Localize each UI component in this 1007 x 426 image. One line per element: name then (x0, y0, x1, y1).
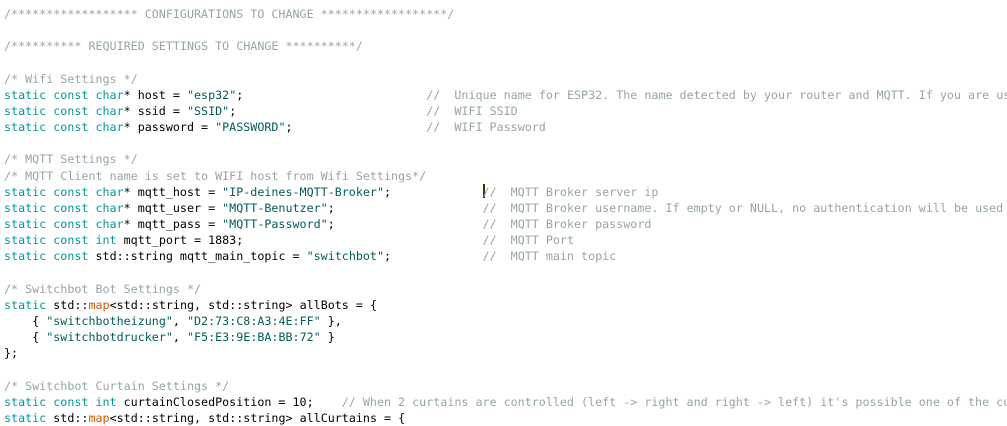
code-line[interactable]: static std::map<std::string, std::string… (4, 410, 1007, 426)
code-token: std:: (46, 297, 89, 312)
keyword-token: static const char (4, 120, 124, 135)
comment-token: // MQTT Broker password (482, 217, 652, 232)
code-token: * ssid = (123, 103, 187, 118)
code-token: std::string mqtt_main_topic = (88, 249, 307, 264)
code-token: }; (4, 346, 19, 361)
comment-token: // Unique name for ESP32. The name detec… (426, 87, 1007, 102)
code-line[interactable]: static const char* password = "PASSWORD"… (4, 119, 1007, 135)
code-token: * mqtt_pass = (123, 217, 223, 232)
code-token: <std::string, std::string> allCurtains =… (109, 410, 406, 425)
code-line[interactable]: static const char* mqtt_pass = "MQTT-Pas… (4, 216, 1007, 232)
code-token: ; (327, 200, 483, 215)
string-token: "F5:E3:9E:BA:BB:72" (186, 330, 321, 345)
comment-token: // WIFI SSID (426, 103, 518, 118)
keyword-token: static const char (4, 217, 124, 232)
code-line[interactable]: static std::map<std::string, std::string… (4, 297, 1007, 313)
code-line[interactable]: /* Switchbot Curtain Settings */ (4, 378, 1007, 394)
code-token: ; (285, 120, 427, 135)
type-token: map (88, 410, 110, 425)
code-token: * host = (123, 87, 187, 102)
code-token: ; (236, 87, 427, 102)
string-token: "IP-deines-MQTT-Broker" (222, 184, 384, 199)
comment-token: /****************** CONFIGURATIONS TO CH… (4, 7, 455, 21)
code-line[interactable]: static const char* mqtt_user = "MQTT-Ben… (4, 200, 1007, 216)
comment-token: /********** REQUIRED SETTINGS TO CHANGE … (4, 39, 363, 54)
code-line[interactable]: static const int mqtt_port = 1883; // MQ… (4, 232, 1007, 248)
keyword-token: static const char (4, 103, 124, 118)
string-token: "switchbotdrucker" (46, 330, 173, 345)
code-line[interactable]: /* MQTT Settings */ (4, 151, 1007, 167)
code-line[interactable]: }; (4, 345, 1007, 361)
keyword-token: static const int (4, 233, 117, 248)
code-token: } (320, 330, 335, 345)
code-token: ; (384, 249, 483, 264)
code-token: ; (229, 103, 427, 118)
comment-token: // MQTT Broker username. If empty or NUL… (482, 200, 1004, 215)
text-cursor (482, 183, 485, 198)
string-token: "MQTT-Benutzer" (222, 200, 328, 215)
code-line[interactable]: { "switchbotheizung", "D2:73:C8:A3:4E:FF… (4, 313, 1007, 329)
code-line[interactable]: static const char* host = "esp32"; // Un… (4, 87, 1007, 103)
code-line[interactable]: static const char* mqtt_host = "IP-deine… (4, 183, 1007, 200)
comment-token: // MQTT Broker server ip (482, 184, 659, 199)
code-line[interactable] (4, 22, 1007, 38)
string-token: "PASSWORD" (215, 120, 286, 135)
code-line[interactable]: { "switchbotdrucker", "F5:E3:9E:BA:BB:72… (4, 329, 1007, 345)
keyword-token: static (4, 297, 47, 312)
comment-token: // MQTT main topic (482, 249, 617, 264)
comment-token: /* MQTT Client name is set to WIFI host … (4, 168, 427, 183)
code-token: , (172, 313, 187, 328)
comment-token: // WIFI Password (426, 120, 546, 135)
code-editor[interactable]: /****************** CONFIGURATIONS TO CH… (4, 6, 1007, 426)
code-line[interactable] (4, 54, 1007, 70)
code-line[interactable] (4, 361, 1007, 377)
string-token: "switchbot" (306, 249, 384, 264)
code-line[interactable]: /********** REQUIRED SETTINGS TO CHANGE … (4, 38, 1007, 54)
string-token: "esp32" (186, 87, 237, 102)
keyword-token: static const char (4, 184, 124, 199)
code-line[interactable]: static const int curtainClosedPosition =… (4, 394, 1007, 410)
comment-token: // MQTT Port (482, 233, 574, 248)
code-line[interactable]: /* Wifi Settings */ (4, 71, 1007, 87)
code-line[interactable]: /* Switchbot Bot Settings */ (4, 281, 1007, 297)
code-token: curtainClosedPosition = 10; (116, 394, 342, 409)
keyword-token: static (4, 410, 47, 425)
keyword-token: static const char (4, 200, 124, 215)
code-token: { (4, 313, 47, 328)
keyword-token: static const (4, 249, 89, 264)
code-token: ; (327, 217, 483, 232)
comment-token: /* Switchbot Curtain Settings */ (4, 378, 230, 393)
code-token: ; (383, 184, 483, 199)
code-token: { (4, 330, 47, 345)
comment-token: /* Switchbot Bot Settings */ (4, 281, 202, 296)
code-token: <std::string, std::string> allBots = { (109, 297, 377, 312)
code-line[interactable]: /****************** CONFIGURATIONS TO CH… (4, 6, 1007, 22)
comment-token: /* MQTT Settings */ (4, 152, 138, 167)
code-line[interactable] (4, 135, 1007, 151)
code-line[interactable] (4, 265, 1007, 281)
type-token: map (88, 297, 110, 312)
keyword-token: static const int (4, 394, 117, 409)
code-token: }, (320, 313, 342, 328)
code-token: mqtt_port = 1883; (116, 233, 483, 248)
code-token: * mqtt_user = (123, 200, 223, 215)
string-token: "SSID" (186, 103, 230, 118)
string-token: "switchbotheizung" (46, 313, 173, 328)
code-token: * password = (123, 120, 216, 135)
code-line[interactable]: static const std::string mqtt_main_topic… (4, 248, 1007, 264)
string-token: "MQTT-Password" (222, 217, 328, 232)
keyword-token: static const char (4, 87, 124, 102)
code-line[interactable]: static const char* ssid = "SSID"; // WIF… (4, 103, 1007, 119)
code-token: , (172, 330, 187, 345)
comment-token: // When 2 curtains are controlled (left … (341, 394, 1007, 409)
code-token: std:: (46, 410, 89, 425)
code-token: * mqtt_host = (123, 184, 223, 199)
string-token: "D2:73:C8:A3:4E:FF" (186, 313, 321, 328)
comment-token: /* Wifi Settings */ (4, 71, 138, 86)
code-line[interactable]: /* MQTT Client name is set to WIFI host … (4, 168, 1007, 184)
